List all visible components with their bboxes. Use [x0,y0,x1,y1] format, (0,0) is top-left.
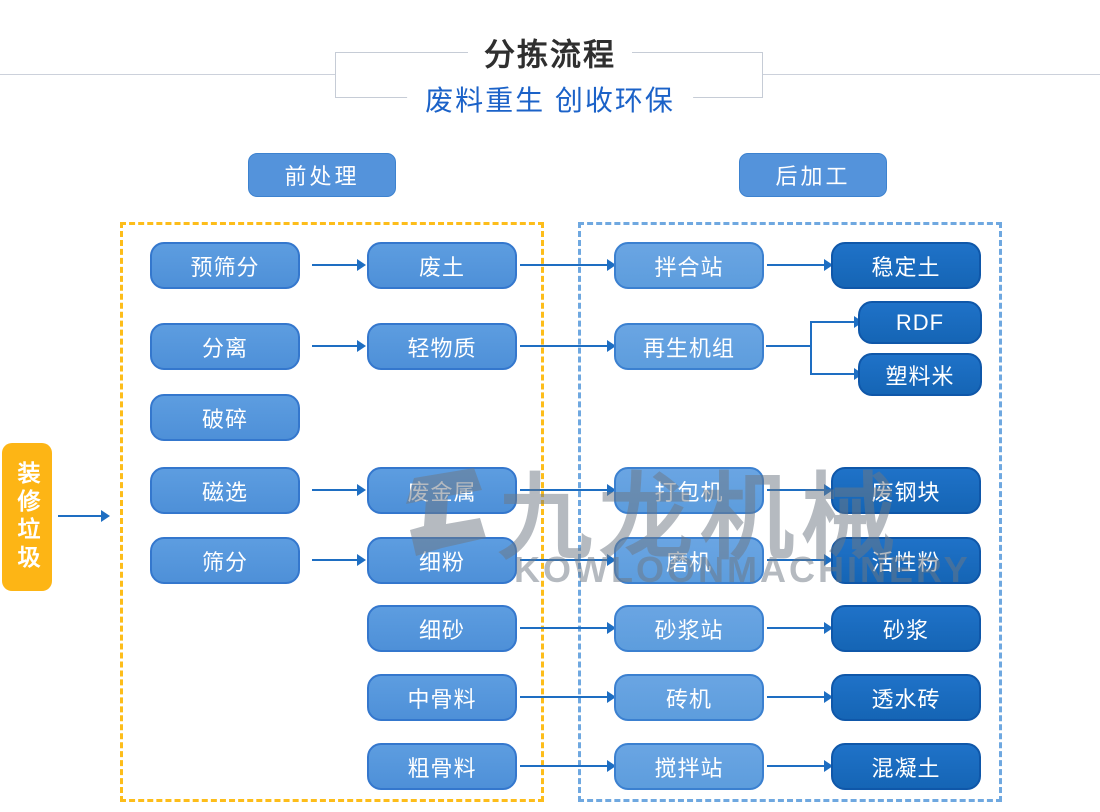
node-permeable-brick: 透水砖 [831,674,981,721]
arrow-finesand-to-mortarstation [520,622,616,634]
node-stabilized-soil: 稳定土 [831,242,981,289]
node-medium-aggregate: 中骨料 [367,674,517,721]
stage-label-postprocessing: 后加工 [739,153,887,197]
arrow-mortarstation-to-mortar [767,622,833,634]
node-separation: 分离 [150,323,300,370]
node-waste-soil: 废土 [367,242,517,289]
arrow-coarseaggregate-to-concretestation [520,760,616,772]
branch-vertical-line [810,321,812,375]
arrow-prescreen-to-wastesoil [312,259,366,271]
page-subtitle: 废料重生 创收环保 [407,79,693,119]
arrow-magnetic-to-scrapmetal [312,484,366,496]
node-pre-screening: 预筛分 [150,242,300,289]
stage-label-pretreatment: 前处理 [248,153,396,197]
arrow-regenunit-to-rdf [810,316,863,328]
node-light-material: 轻物质 [367,323,517,370]
node-concrete-mixing-station: 搅拌站 [614,743,764,790]
pretreatment-region-border [120,222,544,802]
arrow-scrapmetal-to-baler [520,484,616,496]
arrow-brickmachine-to-permeablebrick [767,691,833,703]
node-mixing-plant: 拌合站 [614,242,764,289]
node-plastic-pellets: 塑料米 [858,353,982,396]
node-active-powder: 活性粉 [831,537,981,584]
branch-stub-line [766,345,811,347]
node-mortar-station: 砂浆站 [614,605,764,652]
arrow-baler-to-scrapsteel [767,484,833,496]
node-rdf: RDF [858,301,982,344]
arrow-regenunit-to-plasticpellets [810,368,863,380]
arrow-midaggregate-to-brickmachine [520,691,616,703]
node-fine-powder: 细粉 [367,537,517,584]
node-regeneration-unit: 再生机组 [614,323,764,370]
node-renovation-waste: 装修垃圾 [2,443,52,591]
node-mortar: 砂浆 [831,605,981,652]
arrow-mill-to-activepowder [767,554,833,566]
arrow-screening-to-finepowder [312,554,366,566]
node-crushing: 破碎 [150,394,300,441]
arrow-separation-to-lightmaterial [312,340,366,352]
node-baler: 打包机 [614,467,764,514]
arrow-lightmaterial-to-regenunit [520,340,616,352]
node-fine-sand: 细砂 [367,605,517,652]
node-magnetic-separation: 磁选 [150,467,300,514]
arrow-source-to-region [58,510,110,522]
node-mill: 磨机 [614,537,764,584]
arrow-concretestation-to-concrete [767,760,833,772]
postprocessing-region-border [578,222,1002,802]
arrow-mixingplant-to-stabilizedsoil [767,259,833,271]
node-scrap-metal: 废金属 [367,467,517,514]
page-title: 分拣流程 [468,29,632,75]
node-scrap-steel-block: 废钢块 [831,467,981,514]
node-concrete: 混凝土 [831,743,981,790]
node-screening: 筛分 [150,537,300,584]
arrow-wastesoil-to-mixingplant [520,259,616,271]
node-coarse-aggregate: 粗骨料 [367,743,517,790]
node-brick-machine: 砖机 [614,674,764,721]
arrow-finepowder-to-mill [520,554,616,566]
